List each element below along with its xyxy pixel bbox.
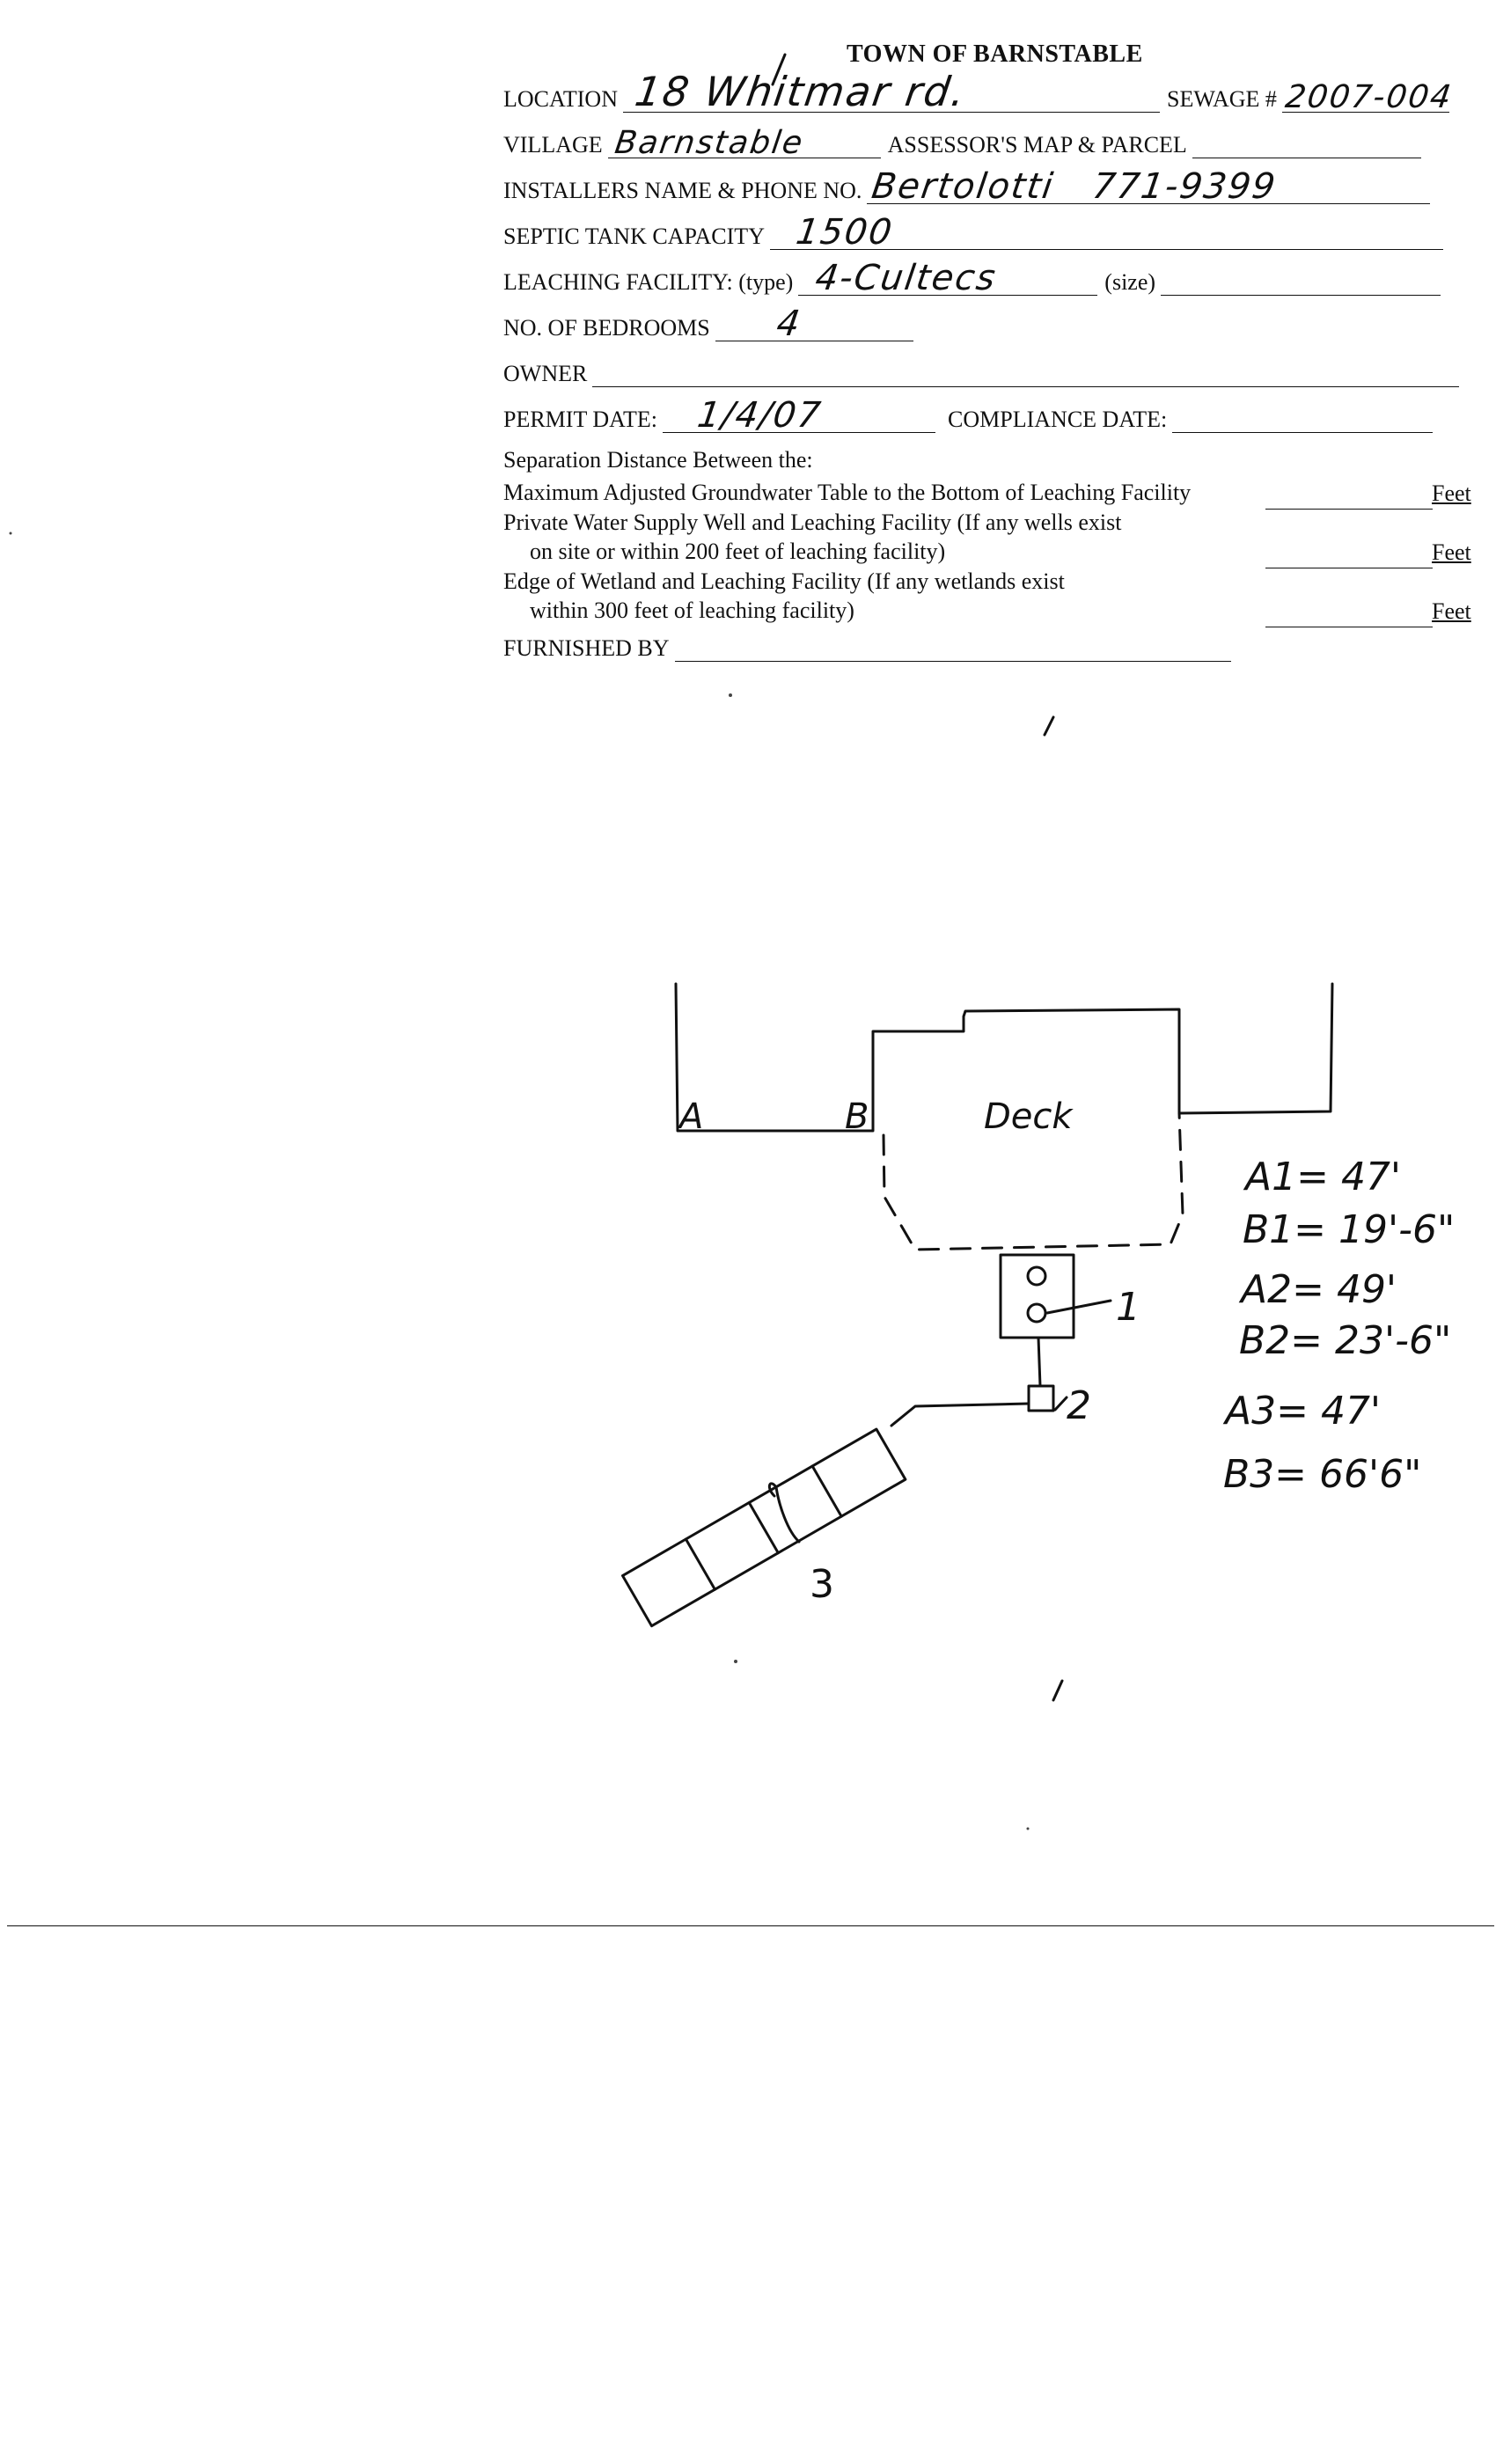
owner-label: OWNER (503, 361, 588, 386)
village-field[interactable]: Barnstable (607, 122, 881, 161)
page-divider-line (7, 1925, 1494, 1926)
deck-label: Deck (984, 1096, 1074, 1137)
groundwater-feet-field[interactable] (1265, 480, 1433, 510)
location-label: LOCATION (503, 86, 618, 112)
measurement-a1: A1= 47' (1243, 1155, 1401, 1199)
measurement-b2: B2= 23'-6" (1239, 1318, 1451, 1363)
assessor-field[interactable] (1192, 122, 1421, 158)
groundwater-feet-unit: Feet (1432, 480, 1471, 506)
wetland-feet-unit: Feet (1432, 598, 1471, 624)
owner-field[interactable] (592, 351, 1460, 387)
location-row: LOCATION 18 Whitmar rd. SEWAGE # 2007-00… (503, 68, 1455, 115)
field-leader-line (767, 1482, 801, 1544)
bedrooms-field[interactable]: 4 (715, 304, 913, 344)
compliance-date-field[interactable] (1172, 397, 1434, 433)
installer-field[interactable]: Bertolotti 771-9399 (867, 166, 1431, 207)
size-field[interactable] (1161, 260, 1441, 296)
distribution-box (1027, 1384, 1055, 1412)
location-field[interactable]: 18 Whitmar rd. (623, 68, 1160, 115)
house-corner-b: B (845, 1096, 869, 1137)
measurement-b1: B1= 19'-6" (1243, 1207, 1455, 1252)
field-number: 3 (810, 1562, 834, 1607)
bedrooms-row: NO. OF BEDROOMS 4 (503, 304, 920, 344)
stray-tick-2 (1052, 1679, 1064, 1702)
owner-row: OWNER (503, 351, 1460, 387)
installer-label: INSTALLERS NAME & PHONE NO. (503, 178, 862, 203)
separation-line-wetland-a: Edge of Wetland and Leaching Facility (I… (503, 568, 1065, 594)
separation-line-groundwater: Maximum Adjusted Groundwater Table to th… (503, 480, 1192, 505)
separation-line-well-b-wrap: on site or within 200 feet of leaching f… (503, 537, 945, 566)
well-feet-field[interactable] (1265, 539, 1433, 568)
leaching-type-field[interactable]: 4-Cultecs (798, 258, 1098, 298)
permit-date-field[interactable]: 1/4/07 (663, 395, 936, 436)
leaching-field (620, 1427, 907, 1628)
septic-row: SEPTIC TANK CAPACITY 1500 (503, 212, 1443, 253)
permit-row: PERMIT DATE: 1/4/07 COMPLIANCE DATE: (503, 395, 1434, 436)
measurement-a2: A2= 49' (1238, 1267, 1397, 1312)
permit-label: PERMIT DATE: (503, 407, 658, 432)
separation-line-well-b: on site or within 200 feet of leaching f… (530, 539, 946, 564)
house-outline (674, 982, 1334, 1133)
size-label: (size) (1104, 269, 1156, 295)
title-tick-mark (771, 53, 787, 86)
deck-outline (882, 1111, 1184, 1251)
compliance-label: COMPLIANCE DATE: (948, 407, 1168, 432)
form-title: TOWN OF BARNSTABLE (847, 40, 1143, 68)
separation-line-wetland-b-wrap: within 300 feet of leaching facility) (503, 596, 854, 625)
measurement-b3: B3= 66'6" (1223, 1452, 1421, 1497)
stray-tick-1 (1043, 715, 1055, 737)
assessor-label: ASSESSOR'S MAP & PARCEL (887, 132, 1187, 158)
furnished-row: FURNISHED BY (503, 627, 1231, 662)
septic-field[interactable]: 1500 (769, 212, 1443, 253)
bedrooms-label: NO. OF BEDROOMS (503, 315, 710, 341)
scan-specks (9, 532, 1030, 1830)
septic-label: SEPTIC TANK CAPACITY (503, 224, 765, 249)
village-label: VILLAGE (503, 132, 603, 158)
septic-tank-inlet-circle (1026, 1265, 1047, 1287)
tank-leader-line (1045, 1299, 1112, 1315)
dbox-leader-line (1053, 1396, 1068, 1412)
separation-line-well-a: Private Water Supply Well and Leaching F… (503, 510, 1122, 535)
pipe-tank-to-dbox (1037, 1336, 1042, 1388)
measurement-a3: A3= 47' (1222, 1389, 1381, 1434)
installer-row: INSTALLERS NAME & PHONE NO. Bertolotti 7… (503, 166, 1431, 207)
wetland-feet-field[interactable] (1265, 598, 1433, 627)
leaching-row: LEACHING FACILITY: (type) 4-Cultecs (siz… (503, 258, 1441, 298)
furnished-field[interactable] (674, 626, 1231, 662)
separation-line-wetland-b: within 300 feet of leaching facility) (530, 598, 854, 623)
leaching-label: LEACHING FACILITY: (type) (503, 269, 794, 295)
dbox-number: 2 (1067, 1383, 1091, 1428)
pipe-dbox-to-field (890, 1402, 1030, 1427)
furnished-label: FURNISHED BY (503, 635, 670, 661)
septic-tank-outlet-circle (1026, 1302, 1047, 1324)
tank-number: 1 (1116, 1285, 1140, 1330)
sewage-field[interactable]: 2007-004 (1281, 77, 1455, 115)
village-row: VILLAGE Barnstable ASSESSOR'S MAP & PARC… (503, 122, 1421, 161)
house-corner-a: A (677, 1096, 703, 1137)
sewage-label: SEWAGE # (1167, 86, 1277, 112)
well-feet-unit: Feet (1432, 539, 1471, 565)
separation-title: Separation Distance Between the: (503, 447, 813, 473)
